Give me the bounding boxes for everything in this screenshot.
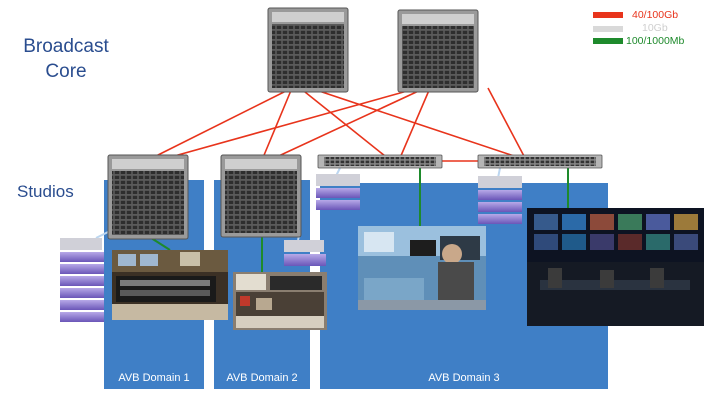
server-stack-domain-3a	[316, 174, 360, 210]
legend-swatch-10gb	[593, 26, 623, 32]
server-stack-domain-2	[284, 240, 326, 266]
access-switch-1	[317, 154, 443, 169]
legend-label-100-1000mb: 100/1000Mb	[626, 35, 685, 47]
core-switch-2	[397, 9, 479, 93]
avb-domain-1-label: AVB Domain 1	[118, 372, 190, 384]
studio-photo-audio-console	[112, 250, 228, 320]
legend-label-40-100gb: 40/100Gb	[632, 9, 679, 21]
access-switch-2	[477, 154, 603, 169]
studio-photo-camera-operator	[358, 226, 486, 310]
studio-switch-domain-1	[107, 154, 189, 240]
broadcast-core-title: Broadcast Core	[18, 34, 114, 84]
legend	[593, 12, 623, 44]
legend-label-10gb: 10Gb	[642, 22, 668, 34]
server-stack-domain-3b	[478, 176, 522, 224]
title-line-1: Broadcast	[23, 36, 109, 57]
server-stack-domain-1	[60, 238, 104, 322]
avb-domain-3-label: AVB Domain 3	[428, 372, 500, 384]
title-line-2: Core	[45, 61, 87, 82]
core-switch-1	[267, 7, 349, 93]
avb-domain-2-label: AVB Domain 2	[226, 372, 298, 384]
studio-photo-control-room	[233, 272, 327, 330]
legend-swatch-100-1000mb	[593, 38, 623, 44]
legend-swatch-40-100gb	[593, 12, 623, 18]
studio-photo-monitor-wall	[527, 208, 704, 326]
studios-title: Studios	[17, 182, 74, 201]
core-links	[147, 87, 526, 162]
studio-switch-domain-2	[220, 154, 302, 238]
